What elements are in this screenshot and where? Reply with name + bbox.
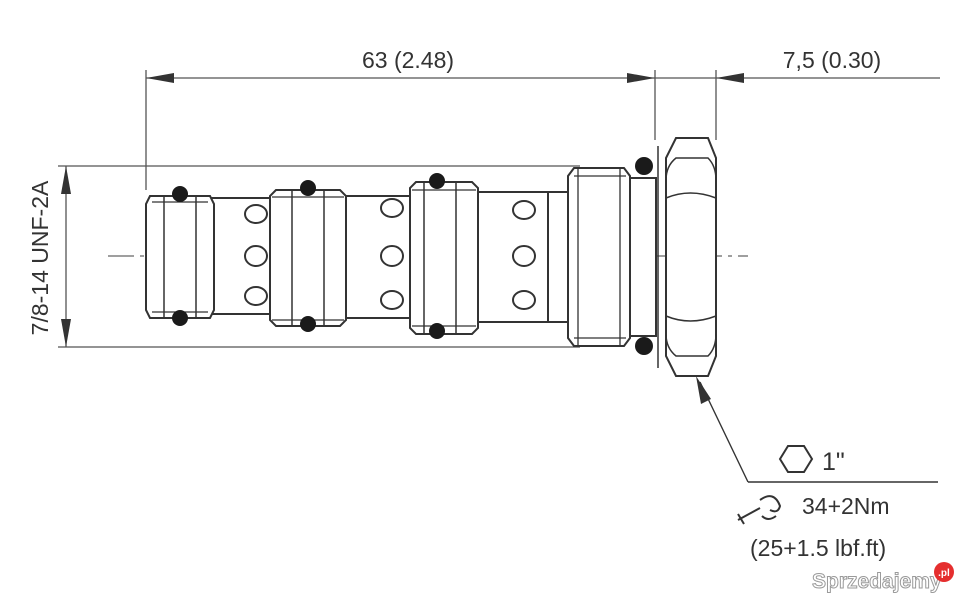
torque-imperial-label: (25+1.5 lbf.ft) <box>750 535 886 561</box>
watermark-badge <box>934 562 954 582</box>
watermark: Sprzedajemy .pl <box>812 562 954 594</box>
watermark-badge-text: .pl <box>938 568 950 579</box>
cartridge-body <box>145 137 717 377</box>
watermark-text: Sprzedajemy <box>812 570 942 593</box>
thread-dimension <box>58 165 580 348</box>
thread-label: 7/8-14 UNF-2A <box>27 180 53 335</box>
wrench-icon <box>737 495 782 525</box>
hex-length-label: 7,5 (0.30) <box>783 47 881 73</box>
o-rings <box>172 157 653 355</box>
ports <box>244 198 536 310</box>
hex-size-label: 1" <box>822 448 845 476</box>
torque-metric-label: 34+2Nm <box>802 493 890 519</box>
length-label: 63 (2.48) <box>362 47 454 73</box>
length-dimension <box>145 70 940 190</box>
hex-leader <box>696 376 938 483</box>
hexagon-icon <box>778 445 814 473</box>
